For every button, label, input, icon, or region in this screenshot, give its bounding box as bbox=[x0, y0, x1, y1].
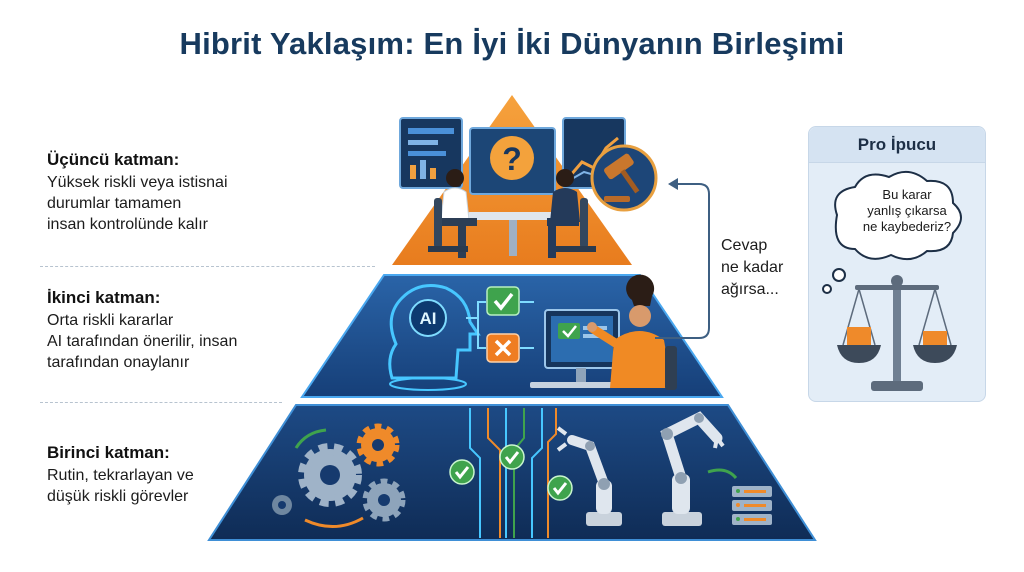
person-at-computer bbox=[587, 274, 677, 390]
flow-arrow bbox=[707, 468, 738, 480]
check-icon bbox=[499, 444, 525, 470]
balance-scale-icon bbox=[837, 275, 957, 391]
gear-icon bbox=[362, 478, 406, 522]
cycle-arrow bbox=[294, 428, 327, 449]
layer-divider-top bbox=[40, 266, 375, 267]
gavel-icon bbox=[590, 144, 658, 212]
layer-one-description: Rutin, tekrarlayan ve düşük riskli görev… bbox=[47, 465, 347, 507]
thought-bubble-icon bbox=[822, 170, 962, 294]
gear-icon bbox=[356, 423, 400, 467]
layer-one-title: Birinci katman: bbox=[47, 443, 170, 462]
approval-connector bbox=[466, 301, 534, 349]
layer-one-text: Birinci katman: Rutin, tekrarlayan ve dü… bbox=[47, 443, 347, 507]
monitor-left bbox=[399, 117, 463, 189]
layer-three-title: Üçüncü katman: bbox=[47, 150, 180, 169]
pro-tip-bubble-text: Bu karar yanlış çıkarsa ne kaybederiz? bbox=[837, 187, 977, 235]
layer-two-line: tarafından onaylanır bbox=[47, 354, 190, 371]
layer-one-line: Rutin, tekrarlayan ve bbox=[47, 467, 194, 484]
layer-divider-bottom bbox=[40, 402, 282, 403]
pro-tip-illustration bbox=[822, 170, 962, 391]
flow-label-line: Cevap bbox=[721, 237, 768, 254]
layer-two-title: İkinci katman: bbox=[47, 288, 161, 307]
layer-three-line: durumlar tamamen bbox=[47, 195, 182, 212]
cross-icon bbox=[486, 333, 520, 363]
layer-three-text: Üçüncü katman: Yüksek riskli veya istisn… bbox=[47, 150, 347, 235]
layer-two-text: İkinci katman: Orta riskli kararlar AI t… bbox=[47, 288, 347, 373]
escalation-arrow bbox=[655, 183, 710, 339]
layer-three-description: Yüksek riskli veya istisnai durumlar tam… bbox=[47, 172, 347, 235]
pro-tip-title: Pro İpucu bbox=[809, 127, 985, 163]
robot-arm-icon bbox=[556, 426, 622, 526]
layer-two-description: Orta riskli kararlar AI tarafından öneri… bbox=[47, 310, 347, 373]
flow-label: Cevap ne kadar ağırsa... bbox=[721, 235, 783, 301]
check-icon bbox=[449, 459, 475, 485]
layer-three-line: Yüksek riskli veya istisnai bbox=[47, 174, 228, 191]
check-icon bbox=[486, 286, 520, 316]
gear-icon bbox=[298, 443, 362, 507]
ai-brain-icon: AI bbox=[388, 284, 481, 391]
layer-three-line: insan kontrolünde kalır bbox=[47, 216, 208, 233]
robot-arm-icon bbox=[660, 411, 725, 526]
flow-label-line: ağırsa... bbox=[721, 281, 779, 298]
pro-tip-card: Pro İpucu bbox=[808, 126, 986, 402]
gear-icon bbox=[272, 495, 292, 515]
bubble-line: ne kaybederiz? bbox=[862, 219, 952, 234]
check-icon bbox=[547, 475, 573, 501]
arrow-head-icon bbox=[668, 178, 678, 190]
layer-two-line: AI tarafından önerilir, insan bbox=[47, 333, 238, 350]
cycle-arrow bbox=[304, 516, 364, 528]
question-mark-icon: ? bbox=[490, 136, 534, 180]
page-title: Hibrit Yaklaşım: En İyi İki Dünyanın Bir… bbox=[179, 26, 845, 61]
svg-text:?: ? bbox=[502, 141, 522, 177]
server-icon bbox=[732, 486, 772, 525]
pyramid-bottom-tier bbox=[207, 404, 817, 541]
meeting-scene bbox=[428, 169, 596, 258]
svg-text:AI: AI bbox=[420, 309, 437, 328]
bubble-line: yanlış çıkarsa bbox=[867, 203, 947, 218]
layer-one-line: düşük riskli görevler bbox=[47, 488, 189, 505]
bubble-line: Bu karar bbox=[882, 187, 932, 202]
flow-label-line: ne kadar bbox=[721, 259, 784, 276]
layer-two-line: Orta riskli kararlar bbox=[47, 312, 174, 329]
